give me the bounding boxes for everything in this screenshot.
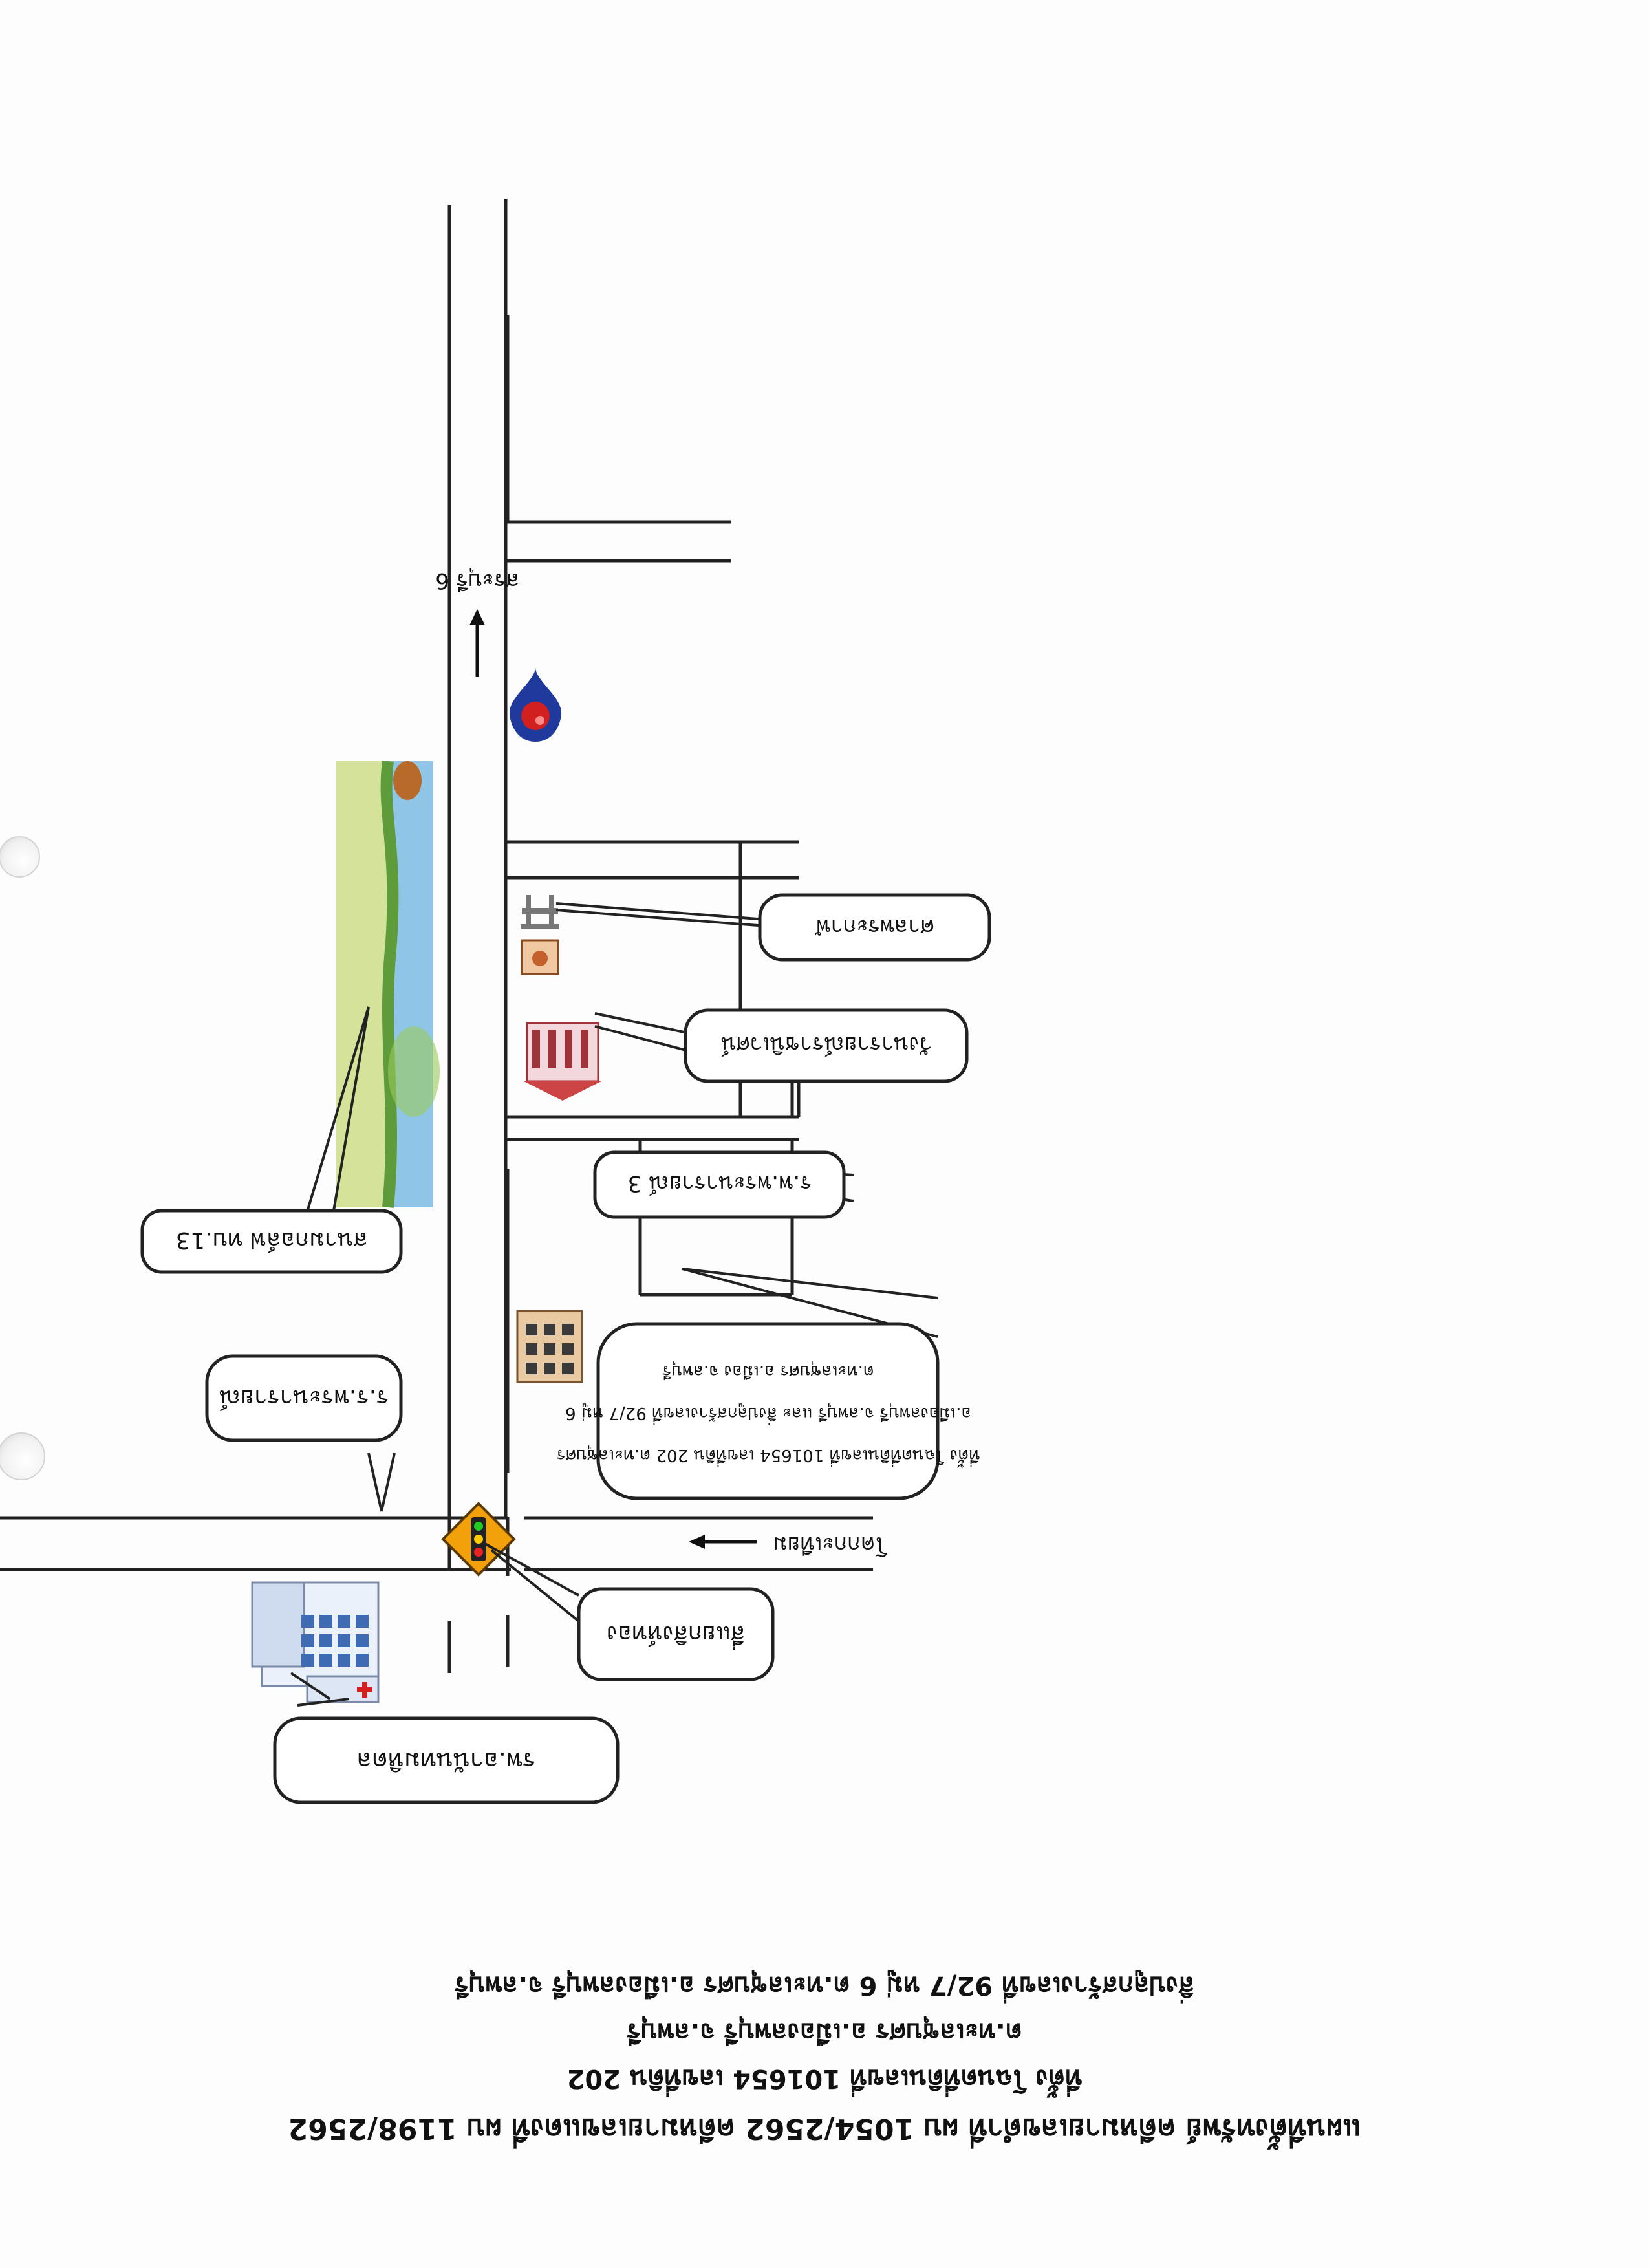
golf-course-illustration [336, 760, 440, 1208]
label-palace: วังนารายณ์ราชนิเวศน์ [721, 1031, 932, 1057]
gate-icon [521, 895, 559, 929]
label-school: ร.ร.พระนารายณ์ [219, 1385, 389, 1411]
direction-arrow-east [689, 1535, 757, 1549]
label-shrine: ศาลพระกาฬ [815, 914, 934, 940]
road-label-south: สระบุรี 6 [435, 568, 519, 594]
label-property-line-2: อ.เมืองลพบุรี จ.ลพบุรี และ สิ่งปลูกสร้าง… [565, 1403, 971, 1425]
hospital-icon [251, 1581, 380, 1703]
callout-ramhill: ร.พ.พระนารายณ์ 3 [593, 1150, 846, 1219]
label-ramhill: ร.พ.พระนารายณ์ 3 [628, 1171, 812, 1196]
label-golf-course: สนามกอล์ฟ ทบ.13 [176, 1227, 368, 1253]
callout-palace: วังนารายณ์ราชนิเวศน์ [684, 1008, 969, 1083]
callout-shrine: ศาลพระกาฬ [758, 893, 991, 962]
label-traffic-signal: สี่แยกสิงห์ทอง [607, 1621, 745, 1650]
label-hospital: รพ.อานันทมหิดล [357, 1747, 536, 1775]
label-property-line-3: ต.ทะเลชุบศร อ.เมือง จ.ลพบุรี [662, 1361, 874, 1381]
callout-golf-course: สนามกอล์ฟ ทบ.13 [140, 1209, 403, 1274]
palace-icon [524, 1022, 601, 1101]
callout-hospital: รพ.อานันทมหิดล [273, 1716, 620, 1804]
road-label-east: โคกกะเทียม [773, 1531, 887, 1557]
traffic-signal-icon [441, 1502, 516, 1577]
callout-school: ร.ร.พระนารายณ์ [205, 1354, 403, 1442]
location-pin-icon [510, 667, 561, 742]
label-property-line-1: ที่ตั้ง โฉนดที่ดินเลขที่ 101654 เลขที่ดิ… [557, 1445, 980, 1468]
direction-arrow-south [469, 609, 485, 677]
shrine-icon [521, 939, 559, 975]
school-building-icon [516, 1310, 583, 1383]
callout-property: ที่ตั้ง โฉนดที่ดินเลขที่ 101654 เลขที่ดิ… [557, 1322, 980, 1500]
callout-traffic-signal: สี่แยกสิงห์ทอง [577, 1587, 775, 1681]
